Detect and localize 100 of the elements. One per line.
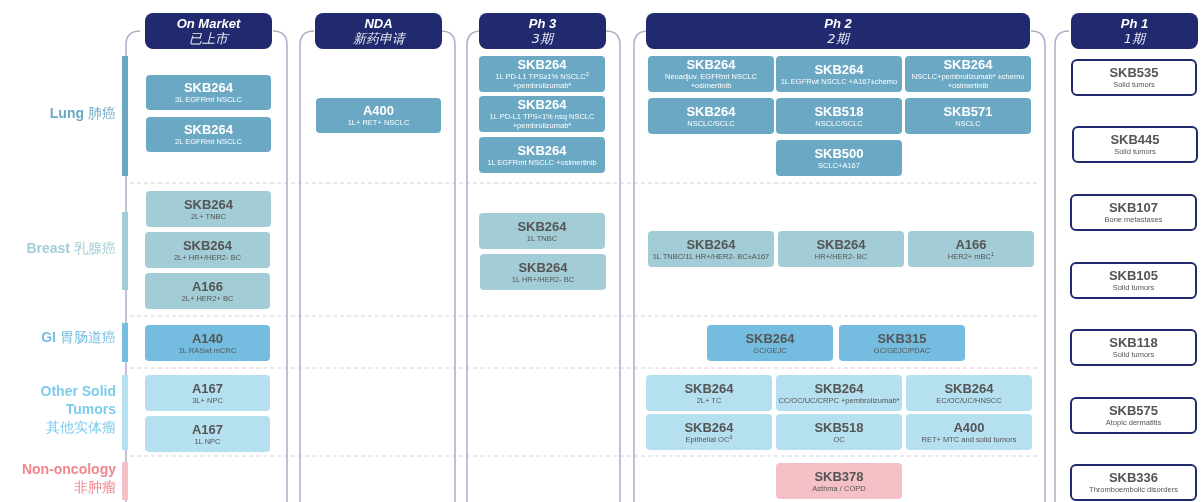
drug-code: SKB264	[944, 381, 994, 396]
program-box	[905, 98, 1031, 134]
drug-code: SKB571	[943, 104, 993, 119]
drug-code: SKB264	[684, 420, 734, 435]
drug-code: SKB264	[684, 381, 734, 396]
category-label: GI	[41, 328, 56, 346]
program-box	[906, 375, 1032, 411]
phase-name-chinese: 2期	[827, 30, 849, 47]
program-box	[479, 56, 605, 92]
drug-code: SKB518	[814, 104, 864, 119]
program-box	[1070, 397, 1197, 434]
program-box	[648, 231, 774, 267]
drug-code: SKB264	[183, 81, 234, 95]
program-box	[145, 325, 270, 361]
phase-name: Ph 2	[824, 15, 852, 31]
drug-code: A167	[191, 422, 224, 437]
program-box	[479, 213, 605, 249]
drug-code: SKB264	[183, 197, 234, 212]
drug-code: SKB535	[1109, 66, 1159, 80]
program-box	[480, 254, 606, 290]
category-label-chinese: 其他实体瘤	[46, 418, 116, 436]
program-box	[776, 98, 902, 134]
drug-code: SKB264	[686, 237, 736, 252]
drug-code: SKB264	[686, 58, 736, 72]
program-box	[776, 56, 902, 92]
category-label: Lung	[49, 104, 84, 122]
drug-code: SKB264	[517, 98, 567, 112]
drug-code: SKB264	[745, 331, 795, 346]
program-box	[146, 117, 271, 152]
phase-name: Ph 3	[528, 15, 557, 31]
drug-code: A400	[953, 420, 985, 435]
phase-name-chinese: 已上市	[189, 30, 228, 47]
program-box	[1071, 59, 1197, 96]
program-box	[778, 231, 904, 267]
drug-code: A166	[955, 237, 987, 252]
drug-code: SKB264	[517, 143, 567, 158]
program-box	[908, 231, 1034, 267]
program-box	[776, 375, 902, 411]
drug-code: SKB445	[1110, 133, 1160, 147]
program-box	[648, 56, 774, 92]
program-box	[906, 414, 1032, 450]
program-box	[146, 191, 271, 227]
drug-code: SKB107	[1108, 201, 1159, 215]
program-box	[145, 375, 270, 411]
category-label-chinese: 肺癌	[88, 104, 116, 122]
phase-header	[1071, 13, 1198, 49]
phase-name: Ph 1	[1120, 15, 1149, 31]
drug-code: SKB518	[814, 420, 864, 435]
program-box	[1072, 126, 1198, 163]
drug-code: SKB500	[814, 146, 864, 161]
phase-name: NDA	[364, 15, 393, 31]
drug-code: SKB575	[1108, 404, 1159, 418]
category-label: Non-oncology	[21, 460, 116, 478]
program-box	[479, 137, 605, 173]
program-box	[145, 273, 270, 309]
phase-name-chinese: 1期	[1123, 30, 1146, 47]
phase-name-chinese: 新药申请	[352, 30, 405, 47]
program-box	[479, 96, 605, 132]
program-box	[839, 325, 965, 361]
phase-header	[646, 13, 1030, 49]
category-label: Other Solid Tumors	[39, 382, 116, 418]
drug-code: SKB118	[1109, 336, 1158, 350]
program-box	[646, 414, 772, 450]
category-label: Breast	[26, 239, 70, 257]
program-box	[905, 56, 1031, 92]
program-box	[707, 325, 833, 361]
drug-code: SKB336	[1108, 471, 1159, 485]
drug-code: SKB264	[182, 238, 233, 253]
program-box	[145, 416, 270, 452]
drug-code: SKB264	[517, 58, 567, 72]
drug-code: SKB264	[518, 260, 568, 275]
program-box	[1070, 262, 1197, 299]
category-label-chinese: 非肿瘤	[74, 478, 116, 496]
category-label-chinese: 乳腺癌	[74, 239, 116, 257]
drug-code: SKB378	[814, 469, 864, 484]
drug-code: SKB264	[183, 123, 234, 137]
program-box	[776, 140, 902, 176]
category-label-chinese: 胃肠道癌	[60, 328, 116, 346]
drug-code: SKB264	[943, 58, 993, 72]
program-box	[146, 75, 271, 110]
phase-header	[315, 13, 442, 49]
program-box	[1070, 464, 1197, 501]
phase-name-chinese: 3期	[531, 30, 554, 47]
drug-code: SKB264	[517, 219, 567, 234]
program-box	[1070, 194, 1197, 231]
phase-name: On Market	[176, 15, 241, 31]
drug-code: A167	[191, 381, 224, 396]
drug-code: SKB264	[814, 381, 864, 396]
program-box	[776, 414, 902, 450]
program-box	[776, 463, 902, 499]
drug-code: SKB105	[1108, 269, 1159, 283]
program-box	[145, 232, 270, 268]
phase-header	[145, 13, 272, 49]
program-box	[1070, 329, 1197, 366]
drug-code: SKB264	[686, 104, 736, 119]
drug-code: SKB264	[814, 62, 864, 77]
program-box	[648, 98, 774, 134]
drug-code: SKB315	[877, 331, 927, 346]
drug-code: A400	[362, 104, 395, 118]
drug-code: A166	[191, 279, 224, 294]
